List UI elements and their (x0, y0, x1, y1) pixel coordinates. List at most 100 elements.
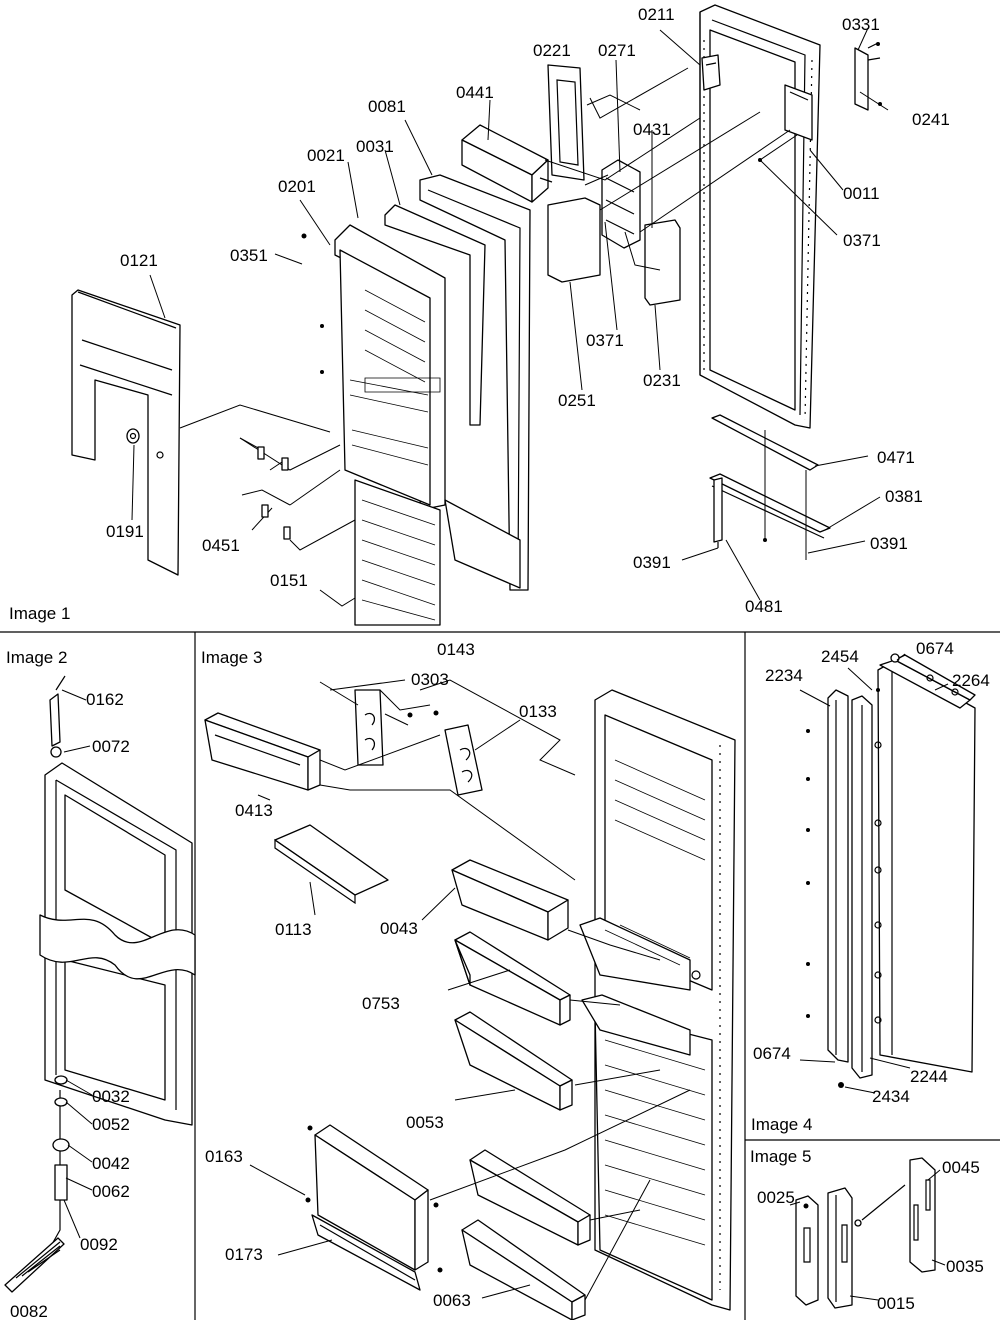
label-0163: 0163 (205, 1147, 243, 1166)
panel-title-image-3: Image 3 (201, 648, 262, 667)
panel-image-3: Image 3 (201, 640, 736, 1320)
leader-lines-image-5 (789, 1169, 946, 1301)
label-0753: 0753 (362, 994, 400, 1013)
part-2264-hinge (879, 653, 976, 709)
label-0231: 0231 (643, 371, 681, 390)
label-0351: 0351 (230, 246, 268, 265)
part-0035-trim (909, 1157, 936, 1273)
label-0015: 0015 (877, 1294, 915, 1313)
label-2454: 2454 (821, 647, 859, 666)
label-0053: 0053 (406, 1113, 444, 1132)
screws-image-3 (305, 710, 443, 1273)
part-0271-board (601, 159, 641, 249)
part-0173-cover (311, 1124, 429, 1291)
label-0143: 0143 (437, 640, 475, 659)
label-0441: 0441 (456, 83, 494, 102)
panel-image-1: 0211 0331 0221 0271 0441 0241 0081 0431 … (9, 4, 950, 626)
label-0371-center: 0371 (586, 331, 624, 350)
label-0052: 0052 (92, 1115, 130, 1134)
part-0221-bezel (547, 64, 585, 181)
label-0371-right: 0371 (843, 231, 881, 250)
part-0081-gasket (419, 174, 531, 591)
label-0082: 0082 (10, 1302, 48, 1320)
label-0062: 0062 (92, 1182, 130, 1201)
label-0133: 0133 (519, 702, 557, 721)
part-labels-image-1: 0211 0331 0221 0271 0441 0241 0081 0431 … (106, 5, 950, 616)
label-0331: 0331 (842, 15, 880, 34)
part-0053-bin (454, 1011, 573, 1111)
label-0173: 0173 (225, 1245, 263, 1264)
leader-lines-image-2 (61, 689, 93, 1239)
part-0381-channel (709, 473, 831, 533)
part-2234-gasket (827, 689, 849, 1063)
part-0143-bracket (354, 689, 384, 766)
panel-image-5: Image 5 0045 0025 0035 (750, 1147, 984, 1313)
part-door-panel (877, 661, 976, 1073)
label-0032: 0032 (92, 1087, 130, 1106)
label-0021: 0021 (307, 146, 345, 165)
label-0011: 0011 (843, 184, 880, 203)
label-0035: 0035 (946, 1257, 984, 1276)
leader-lines-image-1 (131, 27, 889, 607)
label-0481: 0481 (745, 597, 783, 616)
part-0133-bracket (444, 724, 483, 796)
panel-dividers (0, 631, 1000, 1320)
part-0191-knob (126, 428, 140, 444)
part-0043-bin (451, 859, 569, 941)
part-0211-hinge (701, 54, 721, 91)
label-0121: 0121 (120, 251, 158, 270)
panel-title-image-2: Image 2 (6, 648, 67, 667)
part-door-inner (579, 689, 736, 1311)
label-0211: 0211 (638, 5, 675, 24)
label-0042: 0042 (92, 1154, 130, 1173)
panel-title-image-5: Image 5 (750, 1147, 811, 1166)
label-0674-bottom: 0674 (753, 1044, 791, 1063)
part-0063-bins (461, 1149, 591, 1320)
label-0072: 0072 (92, 737, 130, 756)
label-0043: 0043 (380, 919, 418, 938)
label-0113: 0113 (275, 920, 312, 939)
part-0231-pad (644, 219, 681, 306)
label-0031: 0031 (356, 137, 394, 156)
label-0241: 0241 (912, 110, 950, 129)
panel-title-image-4: Image 4 (751, 1115, 812, 1134)
label-0201: 0201 (278, 177, 316, 196)
part-2244-strip (851, 695, 873, 1079)
part-labels-image-5: 0045 0025 0035 0015 (757, 1158, 984, 1313)
part-0413-bin (204, 712, 321, 791)
part-hinge-bottom (4, 1075, 70, 1293)
part-0121-cover (71, 289, 181, 576)
label-0151: 0151 (270, 571, 308, 590)
label-0471: 0471 (877, 448, 915, 467)
part-0045-screw (854, 1184, 906, 1227)
part-0201-door-liner (334, 224, 446, 626)
label-0081: 0081 (368, 97, 406, 116)
label-2264: 2264 (952, 671, 990, 690)
label-0413: 0413 (235, 801, 273, 820)
label-0191: 0191 (106, 522, 144, 541)
part-0251-pad (547, 197, 601, 283)
label-2434: 2434 (872, 1087, 910, 1106)
part-labels-image-4: 0674 2454 2234 2264 0674 2244 2434 (753, 639, 990, 1106)
part-0331-bracket (854, 47, 869, 111)
label-0221: 0221 (533, 41, 571, 60)
label-0162: 0162 (86, 690, 124, 709)
part-0015-handle (827, 1187, 853, 1309)
part-0031-bar (384, 204, 486, 426)
label-0391-right: 0391 (870, 534, 908, 553)
part-0441-box (461, 124, 553, 203)
label-0381: 0381 (885, 487, 923, 506)
part-0025-handle-base (795, 1195, 819, 1306)
part-labels-image-2: 0162 0072 0032 0052 0042 0062 0092 0082 (10, 690, 130, 1320)
part-0753-bin (454, 931, 571, 1026)
leader-lines-image-3 (249, 679, 691, 1301)
label-0271: 0271 (598, 41, 636, 60)
part-hinge-top (49, 675, 66, 758)
label-0063: 0063 (433, 1291, 471, 1310)
label-0092: 0092 (80, 1235, 118, 1254)
screws-image-4 (806, 688, 882, 1088)
part-labels-image-3: 0143 0303 0133 0413 0113 0043 0753 0053 … (205, 640, 557, 1310)
label-0045: 0045 (942, 1158, 980, 1177)
label-0674-top: 0674 (916, 639, 954, 658)
